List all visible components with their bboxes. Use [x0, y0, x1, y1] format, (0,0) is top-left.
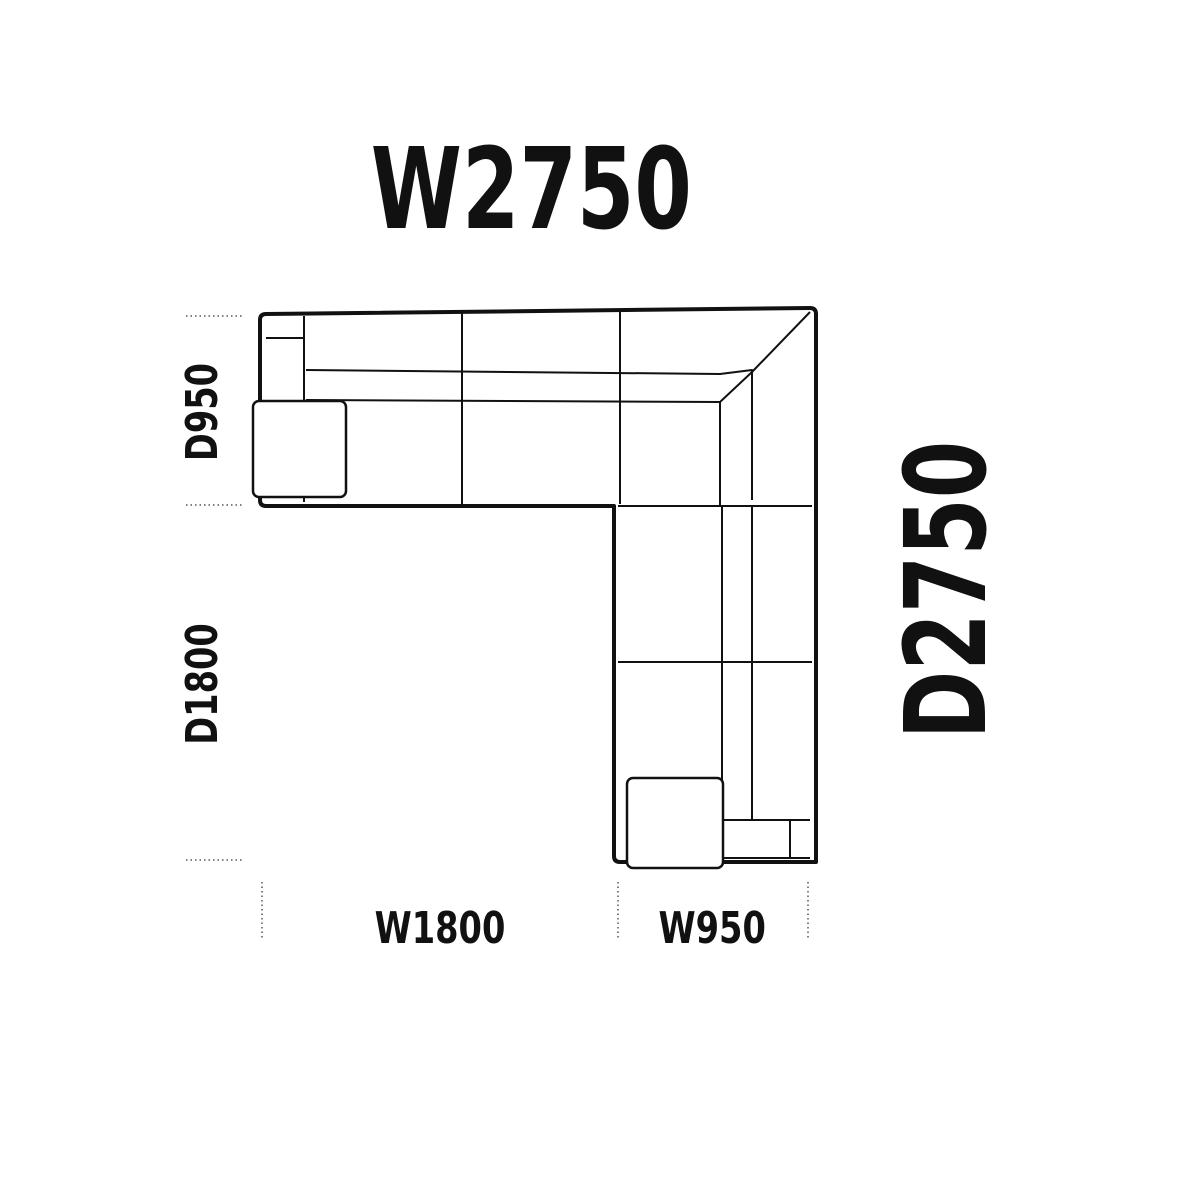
total-depth-label: D2750 [882, 441, 1012, 740]
total-width-label: W2750 [371, 125, 692, 255]
arm-depth-label: D950 [176, 363, 228, 461]
bottom-cushion [625, 776, 725, 870]
corner-sofa [251, 306, 818, 870]
left-cushion [251, 399, 348, 499]
chaise-depth-label: D1800 [176, 623, 228, 745]
left-width-label: W1800 [375, 902, 506, 954]
bottom-arm-panel [722, 819, 810, 859]
corner-diagonal [719, 311, 811, 403]
right-width-label: W950 [659, 902, 766, 954]
sofa-outline [258, 306, 818, 864]
dimension-guides [186, 315, 809, 940]
